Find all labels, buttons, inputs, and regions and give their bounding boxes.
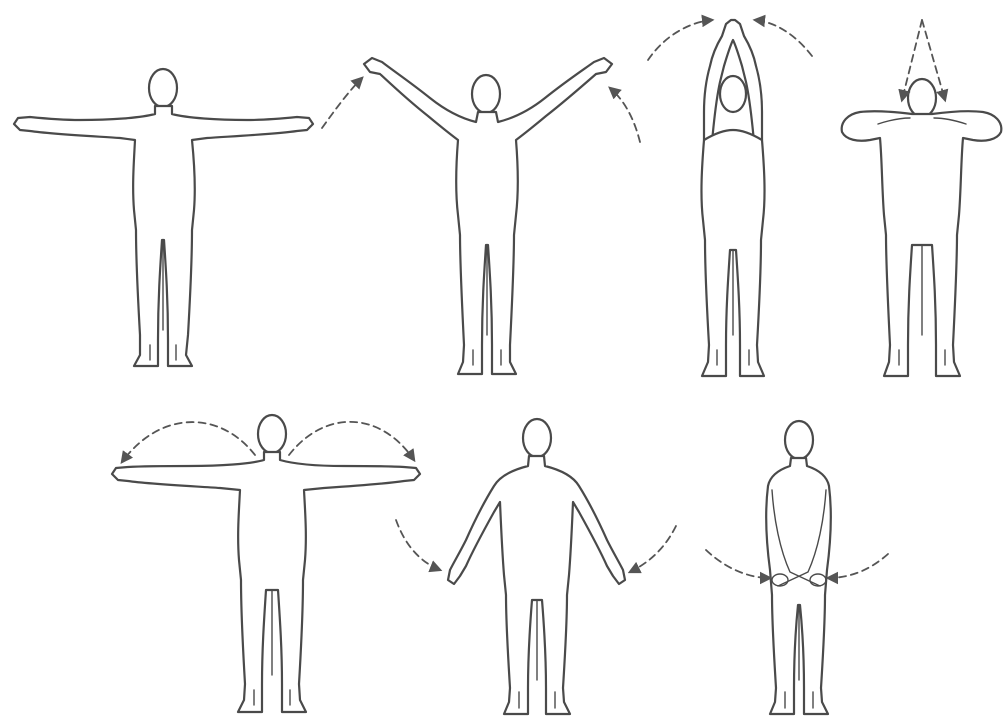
motion-arrow-overhead-right: [755, 20, 812, 56]
motion-arrow-cross-left: [706, 550, 770, 578]
figure-4-hands-behind-head: [842, 79, 1002, 376]
motion-arrow-lower-2: [610, 88, 640, 142]
motion-arrow-overhead-left: [648, 20, 712, 60]
figure-3-hands-overhead: [701, 20, 764, 376]
figure-2-arms-raised: [364, 58, 612, 374]
motion-arrow-swing-left: [122, 422, 255, 462]
figure-7-arms-crossed: [766, 421, 830, 714]
figure-6-arms-lowered: [448, 419, 625, 714]
motion-arrow-lower-left: [396, 520, 440, 570]
motion-arrow-swing-right: [289, 422, 414, 460]
figure-5-arms-horizontal-swing: [112, 415, 420, 712]
motion-arrow-raise-1: [322, 78, 362, 128]
motion-arrow-cross-right: [828, 554, 888, 578]
motion-arrow-lower-right: [630, 526, 676, 572]
figure-1-arms-horizontal: [14, 69, 313, 366]
